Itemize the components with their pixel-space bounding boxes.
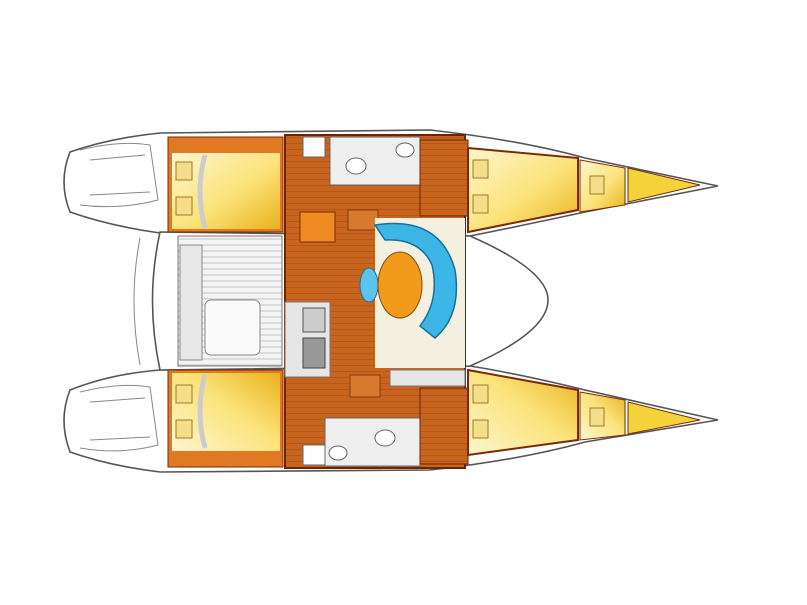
sink-icon <box>302 307 326 333</box>
pillow-icon <box>175 196 193 216</box>
pillow-icon <box>472 384 489 404</box>
bow-cabin-port <box>579 159 701 213</box>
pillow-icon <box>472 419 489 439</box>
table <box>377 251 423 319</box>
toilet-icon <box>374 429 396 447</box>
pillow-icon <box>589 175 605 195</box>
dinette <box>359 218 465 368</box>
aft-cabin-starboard <box>167 369 284 468</box>
cockpit-bench <box>179 244 203 361</box>
pillow-icon <box>472 159 489 179</box>
aft-cabin-port <box>167 136 284 233</box>
sink-icon <box>328 445 348 461</box>
nav-desk <box>299 211 336 243</box>
stool <box>359 267 379 303</box>
head-port <box>302 136 421 186</box>
head-starboard <box>302 417 421 467</box>
stairs-icon <box>302 444 326 466</box>
stern-steps <box>79 142 159 452</box>
toilet-icon <box>345 157 367 175</box>
pillow-icon <box>472 194 489 214</box>
settee <box>373 222 458 339</box>
pillow-icon <box>175 161 193 181</box>
companionway-steps <box>347 209 379 231</box>
bow-cabin-starboard <box>579 391 701 441</box>
stove-icon <box>302 337 326 369</box>
forward-cabin-port <box>419 139 579 234</box>
pillow-icon <box>175 419 193 439</box>
cockpit <box>177 235 283 367</box>
pillow-icon <box>589 407 605 427</box>
stairs-icon <box>302 136 326 158</box>
forward-cabin-starboard <box>419 368 579 465</box>
pillow-icon <box>175 384 193 404</box>
galley <box>284 301 466 387</box>
sink-icon <box>395 142 415 158</box>
cockpit-table <box>204 299 261 356</box>
counter <box>389 369 466 387</box>
companionway-steps <box>349 374 381 398</box>
